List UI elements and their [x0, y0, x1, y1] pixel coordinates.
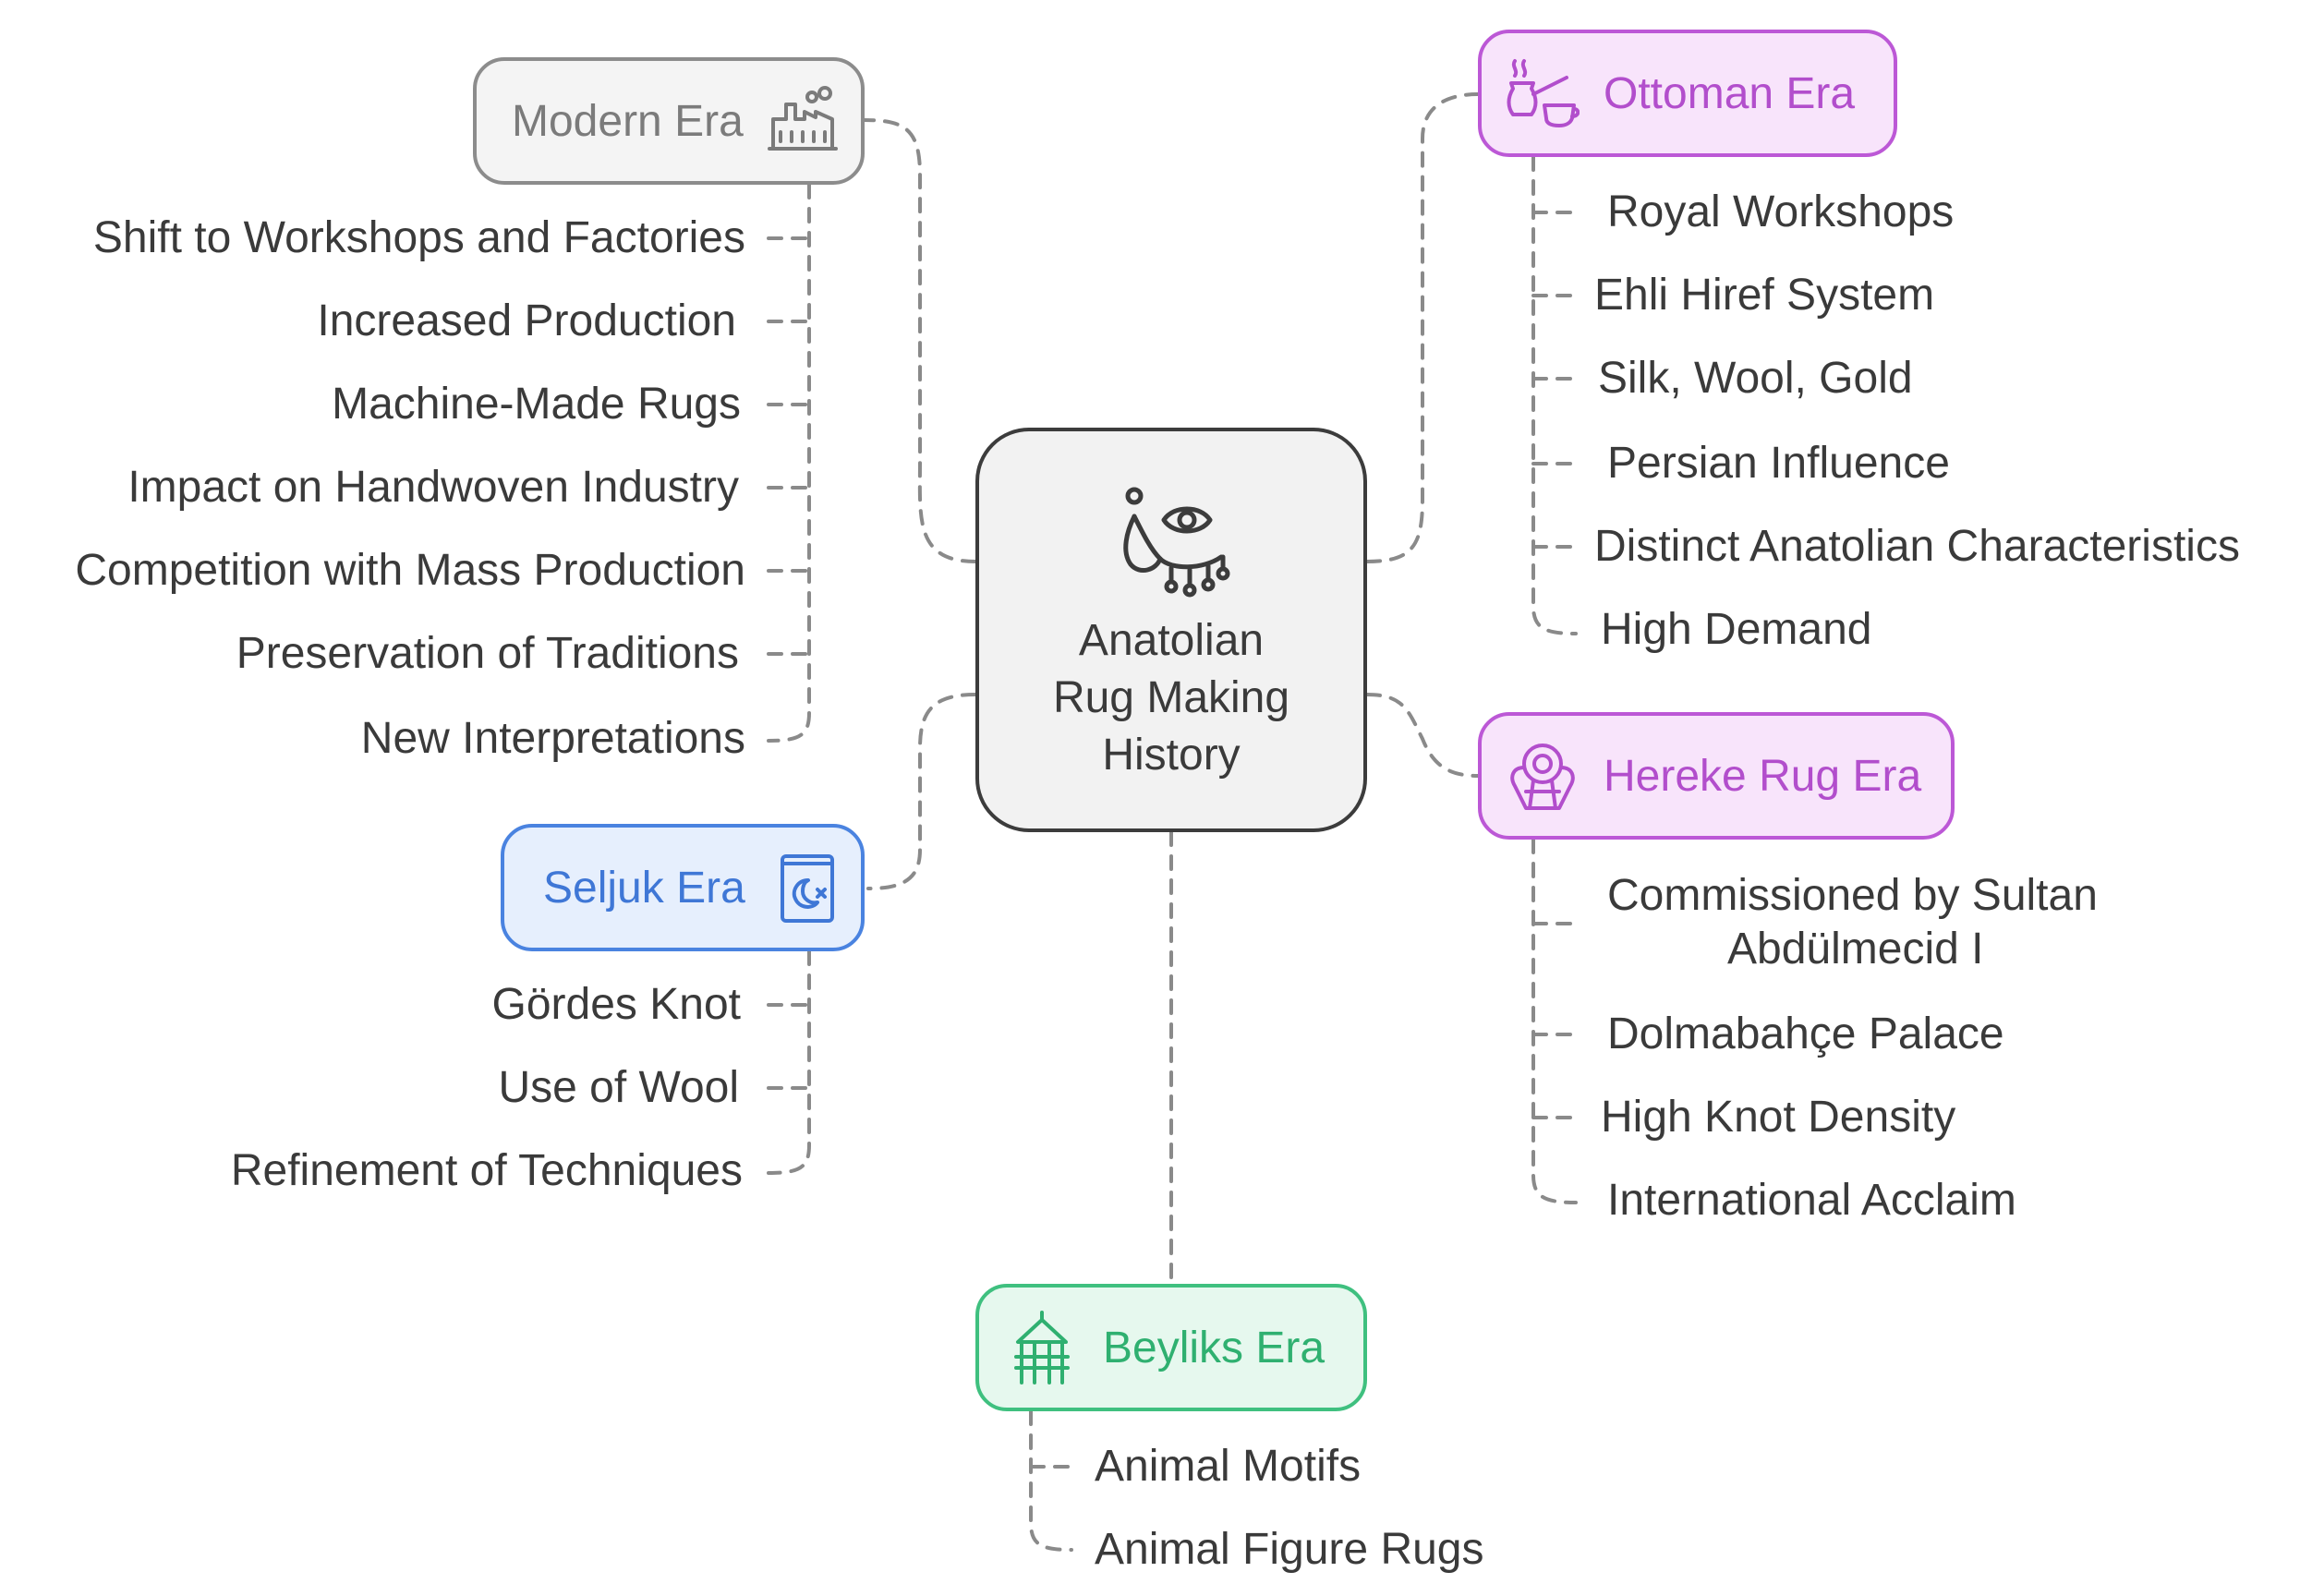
seljuk-item: Use of Wool [498, 1063, 739, 1112]
ticks-modern [767, 236, 811, 656]
branch-ottoman [1531, 155, 1578, 635]
factory-icon [767, 86, 838, 151]
hereke-rug-era-node[interactable]: Hereke Rug Era [1478, 712, 1955, 840]
connector-ottoman [1365, 92, 1480, 563]
ottoman-item: Distinct Anatolian Characteristics [1594, 522, 2240, 571]
crescent-book-icon [780, 854, 834, 923]
ottoman-item: Silk, Wool, Gold [1598, 354, 1913, 403]
seljuk-era-node[interactable]: Seljuk Era [501, 824, 865, 951]
branch-hereke [1531, 838, 1578, 1204]
branch-modern [767, 183, 811, 743]
evil-eye-necklace-icon [1123, 487, 1230, 598]
branch-seljuk [767, 949, 811, 1175]
coffee-pot-icon [1507, 59, 1580, 127]
ornament-icon [1510, 744, 1575, 810]
hereke-item: Abdülmecid I [1727, 925, 1984, 973]
beyliks-item: Animal Motifs [1095, 1442, 1362, 1491]
hereke-era-label: Hereke Rug Era [1604, 751, 1922, 801]
modern-item: Preservation of Traditions [236, 629, 739, 678]
seljuk-item: Refinement of Techniques [230, 1146, 743, 1195]
central-title-line: Anatolian [1078, 616, 1265, 665]
pavilion-icon [1014, 1311, 1070, 1384]
modern-item: New Interpretations [360, 714, 745, 763]
central-title-line: Rug Making [1052, 673, 1290, 722]
seljuk-item: Gördes Knot [491, 980, 741, 1029]
modern-item: Increased Production [317, 296, 736, 345]
ottoman-item: Ehli Hiref System [1594, 271, 1935, 320]
connector-seljuk [866, 693, 977, 890]
connector-hereke [1365, 693, 1480, 778]
modern-item: Competition with Mass Production [75, 546, 745, 595]
modern-item: Machine-Made Rugs [332, 380, 741, 429]
beyliks-item: Animal Figure Rugs [1095, 1525, 1484, 1574]
modern-era-node[interactable]: Modern Era [473, 57, 865, 185]
central-topic-node[interactable]: Anatolian Rug Making History [975, 428, 1367, 832]
ticks-seljuk [767, 1003, 811, 1090]
ottoman-era-label: Ottoman Era [1604, 68, 1856, 118]
ticks-hereke [1531, 922, 1578, 1119]
modern-era-label: Modern Era [512, 96, 744, 146]
modern-item: Shift to Workshops and Factories [92, 213, 745, 262]
connector-modern [863, 118, 977, 563]
ottoman-item: High Demand [1601, 605, 1872, 654]
ottoman-item: Royal Workshops [1607, 187, 1955, 236]
hereke-item: Commissioned by Sultan [1607, 871, 2098, 920]
branch-beyliks [1029, 1409, 1073, 1552]
hereke-item: Dolmabahçe Palace [1607, 1010, 2004, 1058]
seljuk-era-label: Seljuk Era [543, 863, 745, 913]
central-topic-title: Anatolian Rug Making History [979, 612, 1363, 784]
beyliks-era-label: Beyliks Era [1103, 1323, 1326, 1372]
central-title-line: History [1102, 731, 1241, 780]
modern-item: Impact on Handwoven Industry [127, 463, 739, 512]
ticks-ottoman [1531, 211, 1578, 549]
ottoman-item: Persian Influence [1607, 439, 1950, 488]
hereke-item: International Acclaim [1607, 1176, 2016, 1225]
hereke-item: High Knot Density [1601, 1093, 1956, 1142]
ottoman-era-node[interactable]: Ottoman Era [1478, 30, 1897, 157]
beyliks-era-node[interactable]: Beyliks Era [975, 1284, 1367, 1411]
